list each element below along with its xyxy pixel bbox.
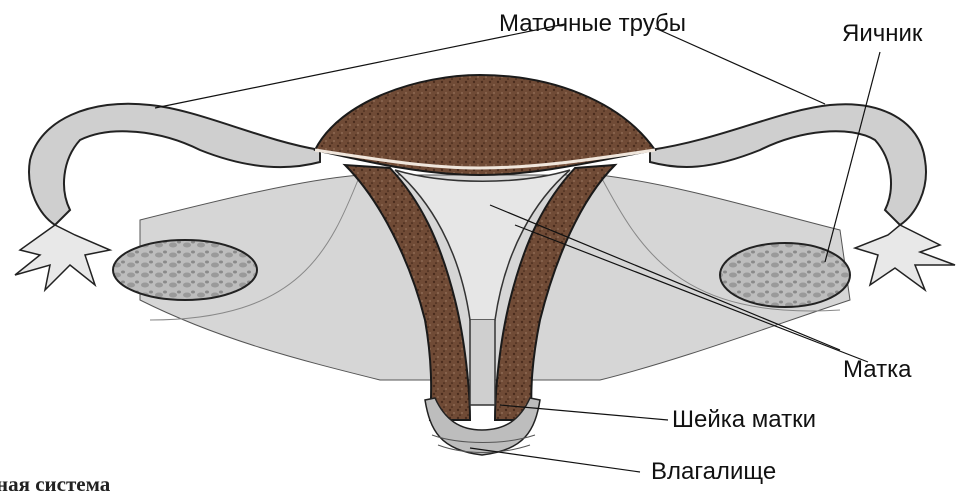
right-fimbriae [855,225,955,290]
label-uterus: Матка [843,356,911,384]
right-ovary [720,243,850,307]
uterine-fundus [315,75,655,175]
left-ovary [113,240,257,300]
left-fimbriae [15,225,110,290]
page-caption-fragment: ная система [0,472,110,497]
label-fallopian-tubes: Маточные трубы [499,10,686,38]
label-vagina: Влагалище [651,458,776,486]
label-ovary: Яичник [842,20,922,48]
label-cervix: Шейка матки [672,406,816,434]
